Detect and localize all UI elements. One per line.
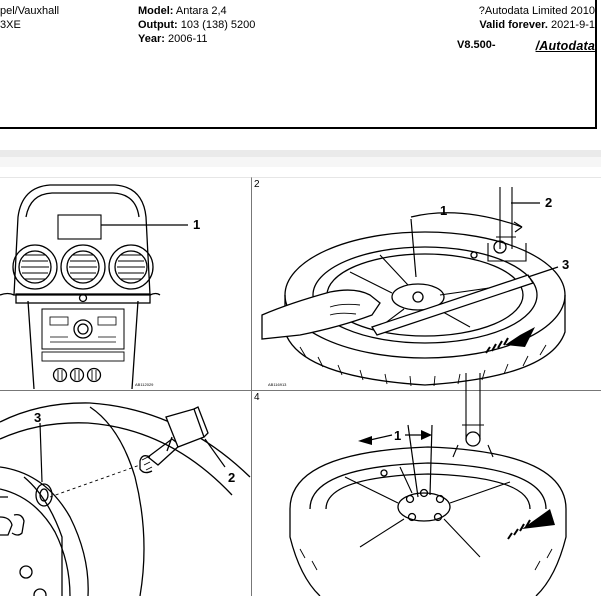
year-row: Year: 2006-11 — [138, 33, 208, 46]
output-row: Output: 103 (138) 5200 — [138, 19, 255, 32]
panel-1-dashboard — [0, 184, 188, 390]
panel-2-arrow-tail — [485, 337, 509, 354]
panel-4-arrow-left — [358, 436, 372, 445]
panel-2-callout-1: 1 — [440, 203, 447, 218]
separator-light — [0, 157, 601, 167]
panel-4-direction-arrow — [522, 509, 555, 529]
model-row: Model: Antara 2,4 — [138, 5, 227, 18]
panel-1-callout-1: 1 — [193, 217, 200, 232]
year-label: Year: — [138, 33, 165, 45]
copyright: ?Autodata Limited 2010 — [478, 5, 595, 17]
header-box — [0, 0, 597, 129]
output-value: 103 (138) 5200 — [180, 19, 256, 31]
panel-2-wheel — [261, 187, 566, 387]
model-label: Model: — [138, 5, 174, 17]
autodata-logo: /Autodata — [535, 39, 595, 53]
panel-3-callout-3: 3 — [34, 410, 41, 425]
model-value: Antara 2,4 — [175, 5, 227, 17]
separator-bar — [0, 150, 601, 157]
output-label: Output: — [138, 19, 178, 31]
panel-4-arrow-tail — [507, 519, 531, 540]
panel-2-callout-2: 2 — [545, 195, 552, 210]
panel-1-ref: AB112029 — [135, 382, 154, 387]
figure-area: 1 AB112029 2 1 2 3 AB116913 — [0, 177, 601, 596]
panel-4-wheel — [289, 373, 567, 596]
valid-date: 2021-9-1 — [550, 19, 595, 31]
panel-4-number: 4 — [254, 392, 260, 403]
panel-4-callout-1: 1 — [394, 428, 401, 443]
engine-code: 3XE — [0, 19, 21, 31]
version: V8.500- — [457, 39, 496, 51]
vehicle-make: pel/Vauxhall — [0, 5, 60, 17]
panel-3-rim-sensor — [0, 402, 251, 596]
tpms-illustration: 1 AB112029 2 1 2 3 AB116913 — [0, 177, 601, 596]
panel-2-callout-3: 3 — [562, 257, 569, 272]
panel-2-number: 2 — [254, 179, 260, 190]
panel-2-direction-arrow — [505, 327, 535, 347]
year-value: 2006-11 — [167, 33, 208, 45]
panel-4-arrow-right — [421, 430, 432, 440]
panel-3-callout-2: 2 — [228, 470, 235, 485]
validity-row: Valid forever. 2021-9-1 — [479, 19, 595, 32]
panel-2-ref: AB116913 — [268, 382, 287, 387]
valid-label: Valid forever. — [479, 19, 548, 31]
